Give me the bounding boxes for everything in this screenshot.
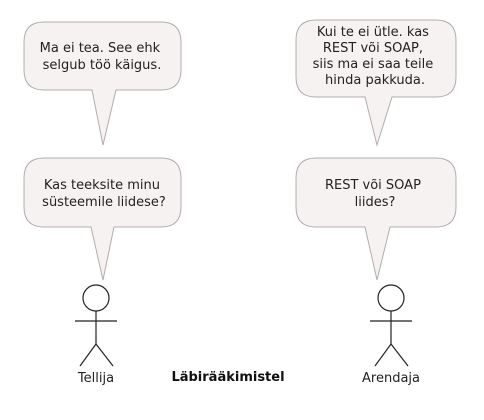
speech-line: REST või SOAP, (323, 41, 423, 56)
speech-line: süsteemile liidese? (42, 195, 166, 210)
speech-bubble-text: Kas teeksite minu süsteemile liidese? (42, 178, 166, 210)
speech-bubble-text: REST või SOAP liides? (325, 178, 425, 210)
speech-bubble-shape (23, 21, 182, 146)
speech-bubble-text: Kui te ei ütle. kas REST või SOAP, siis … (313, 25, 438, 88)
speech-line: Ma ei tea. See ehk (40, 41, 161, 56)
speech-bubble-left-top: Ma ei tea. See ehk selgub töö käigus. (23, 21, 182, 146)
actor-right: Arendaja (362, 284, 420, 386)
actor-label: Arendaja (362, 371, 420, 386)
speech-line: REST või SOAP (325, 178, 421, 193)
speech-bubble-text: Ma ei tea. See ehk selgub töö käigus. (40, 41, 165, 73)
speech-line: Kas teeksite minu (44, 178, 160, 193)
actor-left: Tellija (75, 284, 117, 386)
speech-line: liides? (355, 195, 396, 210)
speech-bubble-shape (295, 157, 457, 281)
diagram-caption: Läbirääkimistel (171, 370, 284, 385)
speech-bubble-shape (23, 157, 182, 281)
actor-label: Tellija (77, 371, 114, 386)
speech-line: selgub töö käigus. (43, 58, 162, 73)
stick-figure-icon (75, 284, 117, 367)
speech-line: hinda pakkuda. (325, 73, 425, 88)
speech-line: Kui te ei ütle. kas (317, 25, 429, 40)
speech-line: siis ma ei saa teile (313, 57, 434, 72)
speech-bubble-left-bottom: Kas teeksite minu süsteemile liidese? (23, 157, 182, 281)
speech-bubble-right-bottom: REST või SOAP liides? (295, 157, 457, 281)
speech-bubble-right-top: Kui te ei ütle. kas REST või SOAP, siis … (295, 19, 457, 147)
speech-bubble-shape (295, 19, 457, 147)
stick-figure-icon (370, 284, 412, 367)
